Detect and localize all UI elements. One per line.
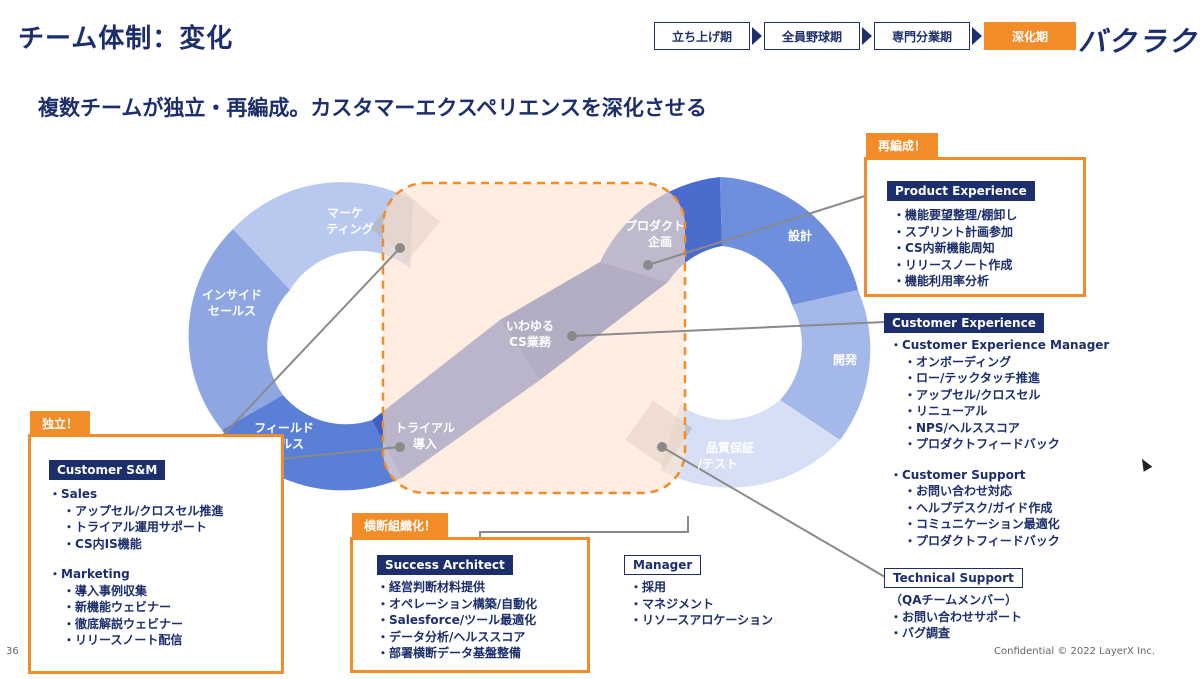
label-inside-sales-2: セールス: [208, 304, 256, 318]
label-marketing-2: ティング: [326, 221, 373, 236]
label-inside-sales-1: インサイド: [202, 288, 262, 302]
label-trial-1: トライアル: [395, 421, 455, 435]
product-experience-head: Product Experience: [887, 181, 1035, 201]
brand-logo: バクラク: [1078, 25, 1199, 58]
label-cs-1: いわゆる: [506, 319, 554, 333]
label-product-planning-2: 企画: [647, 234, 672, 249]
ring-segment-marketing: [233, 182, 413, 290]
page-title: チーム体制：変化: [18, 24, 234, 54]
dashed-region: [381, 181, 687, 495]
step-deepening: 深化期: [984, 22, 1076, 50]
connector-line: [189, 247, 401, 471]
tag-cross-org: 横断組織化！: [352, 513, 449, 538]
step-all-hands: 全員野球期: [764, 22, 860, 50]
technical-support-head: Technical Support: [884, 568, 1023, 588]
success-architect-head: Success Architect: [377, 555, 513, 575]
product-experience-list: ・機能要望整理/棚卸し ・スプリント計画参加 ・CS内新機能周知 ・リリースノー…: [893, 208, 1018, 288]
customer-experience-list: ・Customer Experience Manager ・オンボーディング ・…: [890, 338, 1110, 548]
label-trial-2: 導入: [413, 436, 437, 451]
customer-sm-head: Customer S&M: [49, 460, 166, 480]
phase-steps: 立ち上げ期 全員野球期 専門分業期 深化期: [654, 22, 1076, 50]
step-arrow-icon: [972, 27, 982, 45]
manager-list: ・採用 ・マネジメント ・リソースアロケーション: [630, 580, 774, 627]
technical-support-list: （QAチームメンバー） ・お問い合わせサポート ・バグ調査: [890, 593, 1023, 640]
customer-sm-box: Customer S&M ・Sales ・アップセル/クロスセル推進 ・トライア…: [28, 434, 284, 674]
connector-line: [479, 516, 689, 540]
connector-line: [571, 321, 886, 337]
step-launch: 立ち上げ期: [654, 22, 750, 50]
step-arrow-icon: [752, 27, 762, 45]
tag-reorganized: 再編成！: [866, 133, 939, 158]
label-marketing-1: マーケ: [327, 206, 363, 220]
manager-block: Manager ・採用 ・マネジメント ・リソースアロケーション: [624, 554, 773, 629]
label-dev: 開発: [833, 352, 858, 367]
connector-line: [647, 194, 869, 266]
customer-experience-head: Customer Experience: [884, 313, 1044, 333]
label-cs-2: CS業務: [509, 334, 552, 349]
technical-support-block: Technical Support （QAチームメンバー） ・お問い合わせサポー…: [884, 567, 1023, 642]
product-experience-box: Product Experience ・機能要望整理/棚卸し ・スプリント計画参…: [864, 157, 1086, 297]
ring-segment-inside-sales: [188, 229, 290, 430]
manager-head: Manager: [624, 555, 702, 575]
tag-independent: 独立！: [30, 411, 91, 436]
label-qa-1: 品質保証: [706, 440, 754, 455]
page-number: 36: [6, 646, 19, 657]
ring-segment-qa: [660, 400, 840, 488]
step-arrow-icon: [862, 27, 872, 45]
ring-segment-dev: [780, 290, 871, 440]
customer-experience-block: Customer Experience ・Customer Experience…: [884, 312, 1109, 549]
label-design: 設計: [788, 228, 812, 243]
ring-segment-design: [720, 177, 858, 305]
success-architect-box: Success Architect ・経営判断材料提供 ・オペレーション構築/自…: [350, 537, 590, 673]
connector-line: [661, 446, 886, 578]
step-specialization: 専門分業期: [874, 22, 970, 50]
label-field-sales-1: フィールド: [254, 421, 314, 435]
label-qa-2: /テスト: [698, 457, 738, 471]
success-architect-list: ・経営判断材料提供 ・オペレーション構築/自動化 ・Salesforce/ツール…: [377, 580, 538, 660]
confidential-notice: Confidential © 2022 LayerX Inc.: [994, 646, 1156, 657]
page-subtitle: 複数チームが独立・再編成。カスタマーエクスペリエンスを深化させる: [38, 96, 707, 120]
label-product-planning-1: プロダクト: [625, 218, 685, 233]
customer-sm-list: ・Sales ・アップセル/クロスセル推進 ・トライアル運用サポート ・CS内I…: [49, 487, 224, 647]
